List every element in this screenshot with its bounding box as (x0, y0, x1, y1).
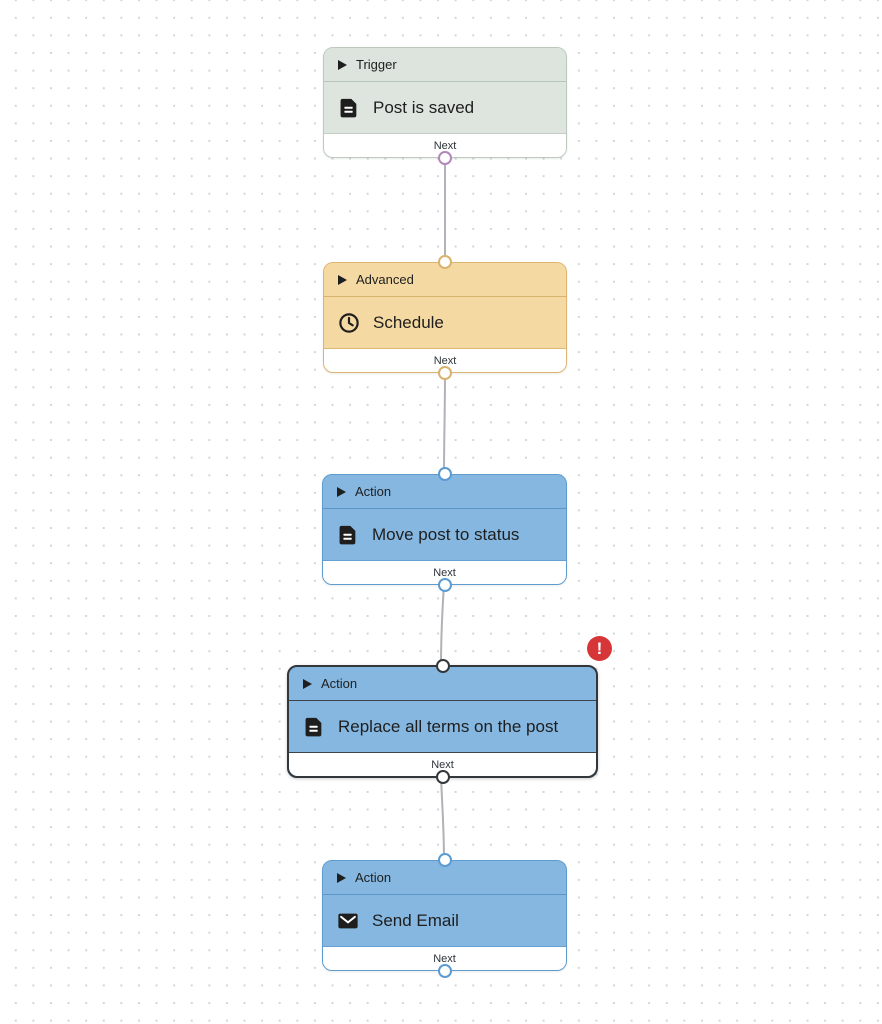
node-body[interactable]: Post is saved (324, 82, 566, 133)
workflow-node-action-move-post[interactable]: Action Move post to status Next (322, 467, 567, 592)
node-body[interactable]: Send Email (323, 895, 566, 946)
edge-connector[interactable] (443, 372, 446, 476)
collapse-triangle-icon (337, 872, 346, 883)
workflow-node-action-replace-terms[interactable]: ! Action Replace all terms on the post N… (287, 636, 612, 784)
edge-connector[interactable] (440, 774, 445, 862)
collapse-triangle-icon (303, 678, 312, 689)
node-category-label: Action (321, 676, 358, 691)
node-category-label: Action (355, 484, 392, 499)
error-exclamation: ! (596, 639, 603, 658)
node-body[interactable]: Move post to status (323, 509, 566, 560)
next-label: Next (433, 139, 457, 152)
node-category-label: Action (355, 870, 392, 885)
node-title: Move post to status (372, 524, 520, 544)
workflow-node-trigger[interactable]: Trigger Post is saved Next (323, 47, 567, 165)
output-handle[interactable] (438, 151, 452, 165)
clock-icon (338, 312, 360, 334)
document-icon (303, 716, 325, 738)
input-handle[interactable] (438, 255, 452, 269)
edge-connector[interactable] (440, 583, 445, 667)
collapse-triangle-icon (337, 486, 346, 497)
next-label: Next (433, 952, 456, 965)
node-title: Post is saved (373, 97, 475, 117)
input-handle[interactable] (435, 659, 450, 673)
node-category-label: Trigger (356, 57, 397, 72)
node-category-header[interactable]: Action (323, 475, 566, 509)
input-handle[interactable] (437, 467, 452, 481)
collapse-triangle-icon (338, 59, 347, 70)
next-label: Next (433, 566, 456, 579)
node-category-header[interactable]: Trigger (324, 48, 566, 82)
workflow-node-advanced[interactable]: Advanced Schedule Next (323, 255, 567, 380)
node-title: Schedule (373, 312, 444, 332)
workflow-node-action-send-email[interactable]: Action Send Email Next (322, 853, 567, 978)
envelope-icon (337, 910, 359, 932)
document-icon (338, 97, 360, 119)
next-label: Next (433, 354, 457, 367)
output-handle[interactable] (437, 578, 452, 592)
input-handle[interactable] (437, 853, 452, 867)
output-handle[interactable] (437, 964, 452, 978)
node-title: Replace all terms on the post (338, 716, 559, 736)
document-icon (337, 524, 359, 546)
collapse-triangle-icon (338, 274, 347, 285)
error-badge: ! (587, 636, 612, 661)
node-body[interactable]: Schedule (324, 297, 566, 348)
output-handle[interactable] (438, 366, 452, 380)
node-body[interactable]: Replace all terms on the post (289, 701, 596, 752)
next-label: Next (431, 758, 454, 771)
node-title: Send Email (372, 910, 459, 930)
node-category-label: Advanced (356, 272, 414, 287)
output-handle[interactable] (435, 770, 450, 784)
